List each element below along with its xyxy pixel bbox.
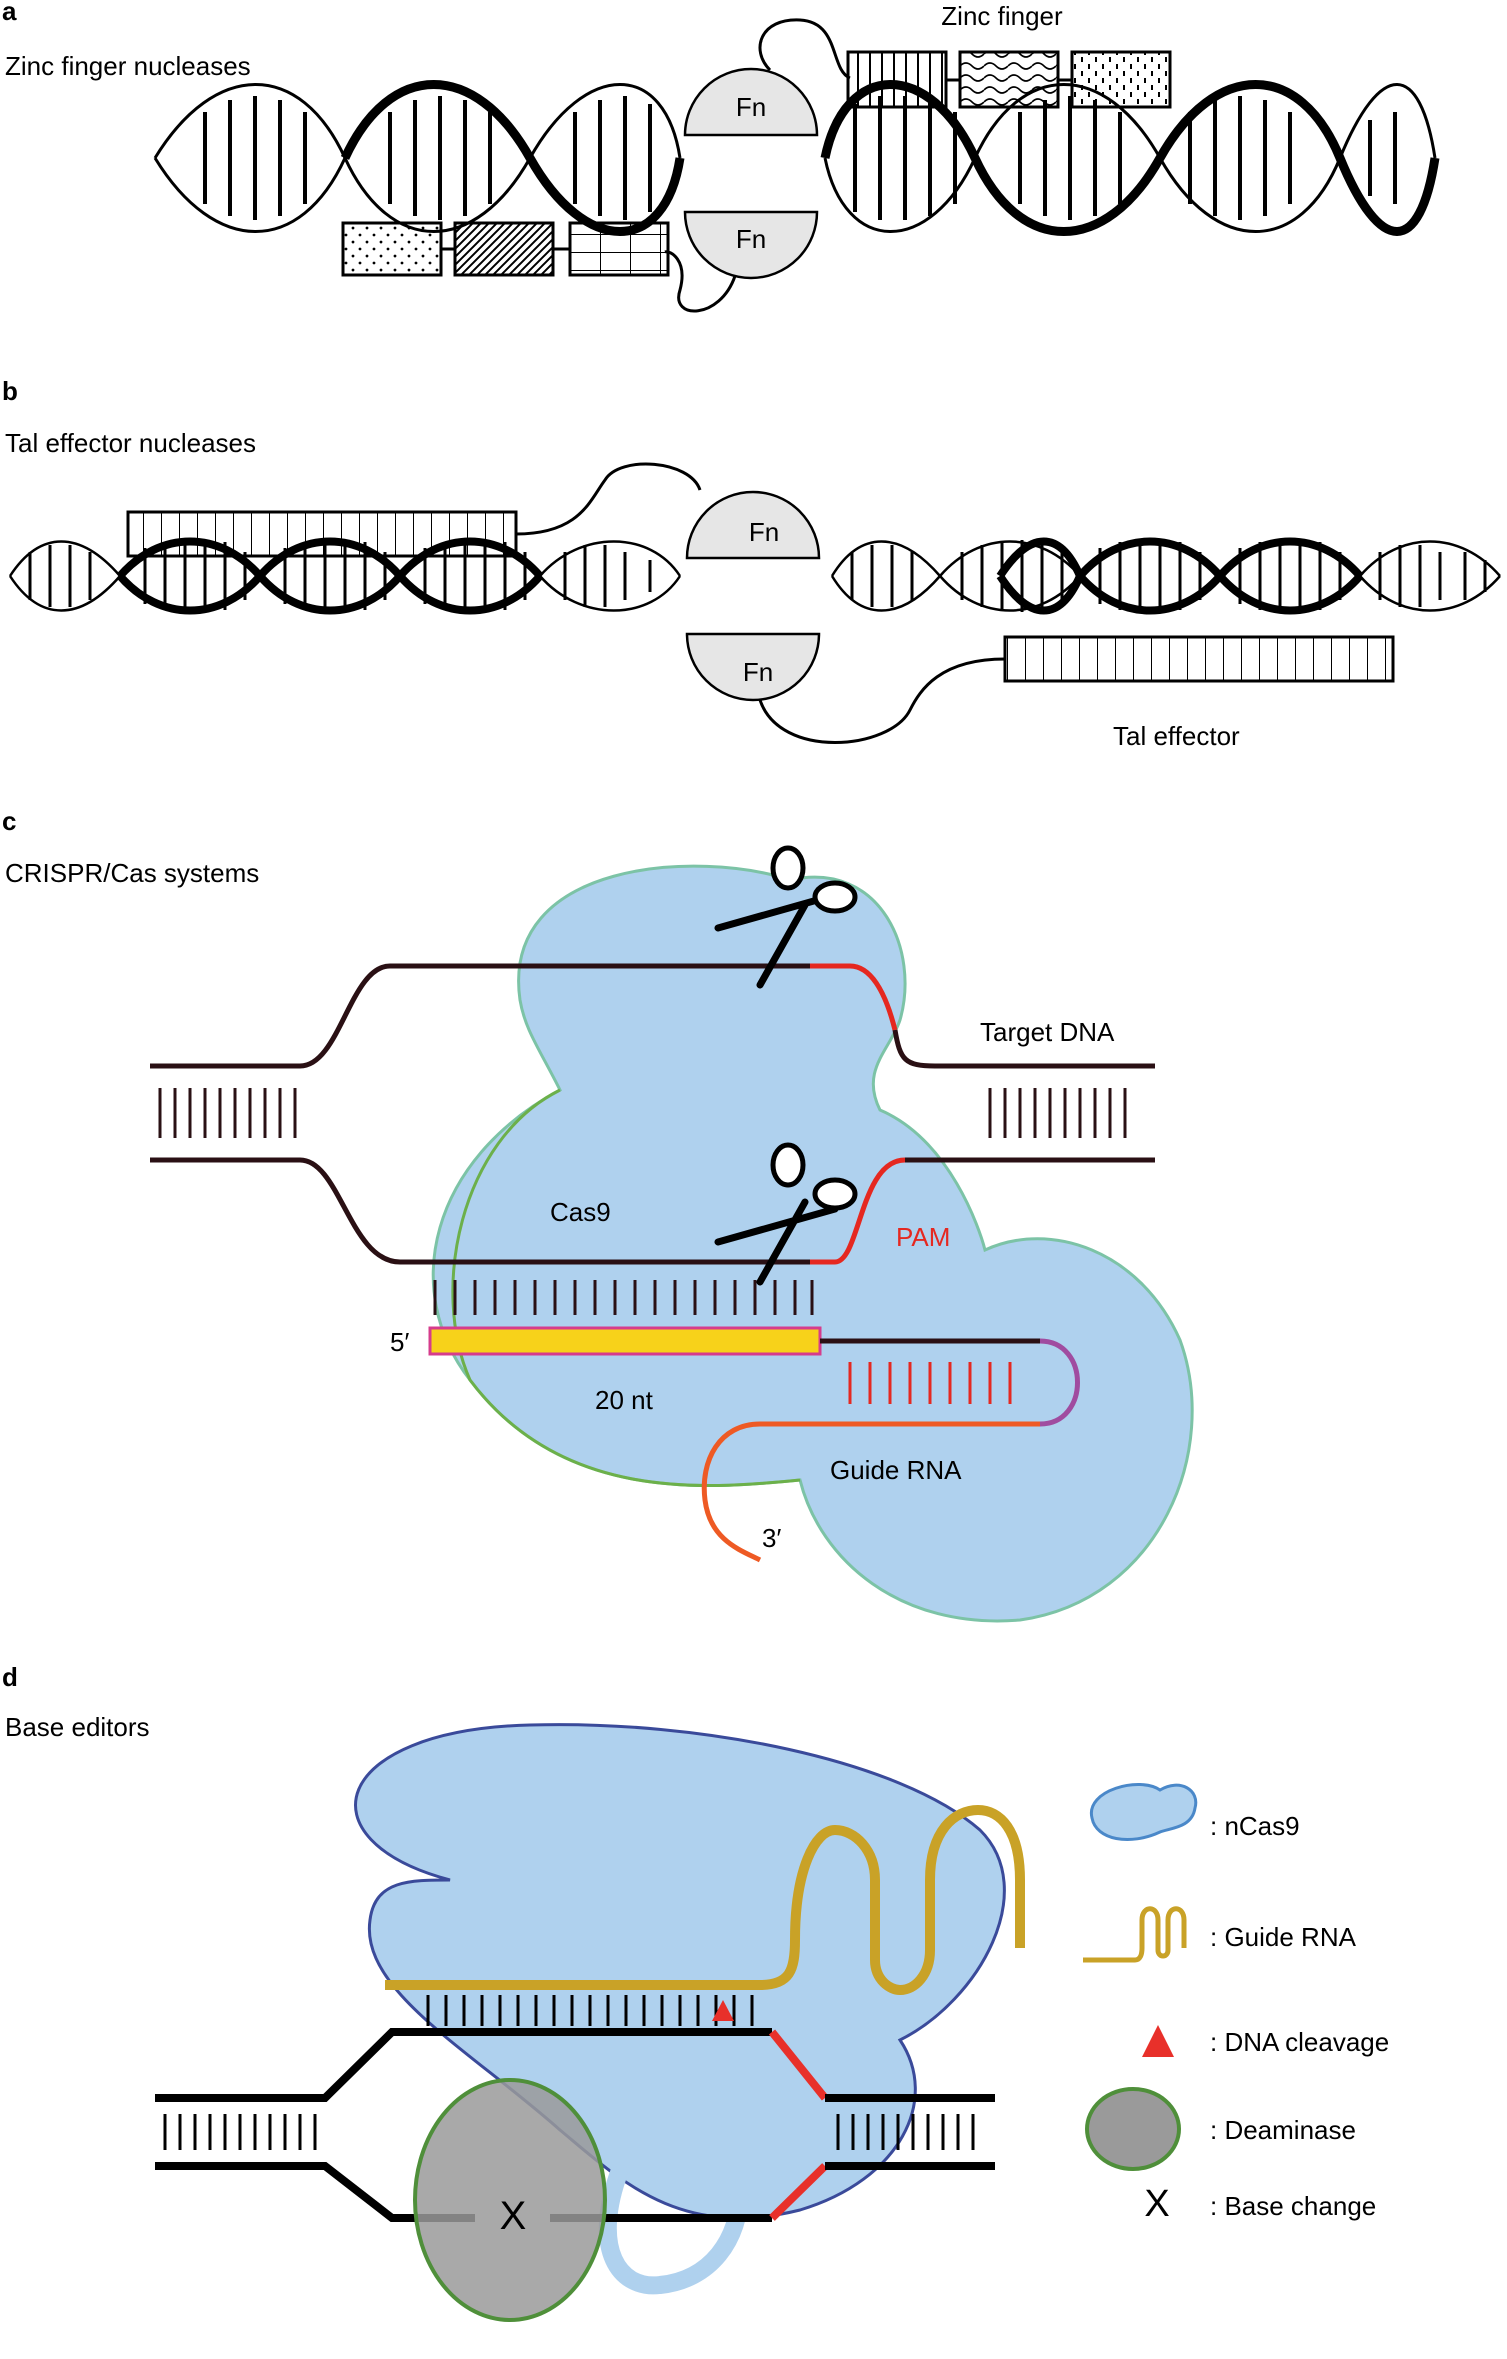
guide-rna-label: Guide RNA	[830, 1455, 962, 1485]
legend-base-change-label: : Base change	[1210, 2191, 1376, 2221]
guide-rna-d	[385, 1804, 1025, 1996]
legend-ncas9-label: : nCas9	[1210, 1811, 1300, 1841]
legend-dna-cleavage-label: : DNA cleavage	[1210, 2027, 1389, 2057]
panel-b: b Tal effector nucleases Fn Fn	[2, 376, 1501, 751]
panel-c-title: CRISPR/Cas systems	[5, 858, 259, 888]
zinc-finger-label: Zinc finger	[941, 1, 1063, 31]
guide-rna-c	[428, 1326, 1080, 1563]
five-prime-label: 5′	[390, 1327, 409, 1357]
cas9-protein	[431, 864, 1194, 1623]
target-dna-label: Target DNA	[980, 1017, 1115, 1047]
panel-b-letter: b	[2, 376, 18, 406]
talen-dna-right	[830, 537, 1501, 615]
panel-d-title: Base editors	[5, 1712, 150, 1742]
panel-b-title: Tal effector nucleases	[5, 428, 256, 458]
talen-fn-top-label: Fn	[749, 517, 779, 547]
legend-dna-cleavage: : DNA cleavage	[1142, 2025, 1389, 2057]
zinc-finger-bottom-domains	[341, 221, 670, 277]
talen-fn-top: Fn	[685, 490, 821, 560]
panel-a-title: Zinc finger nucleases	[5, 51, 251, 81]
scissors-icon	[714, 1142, 858, 1286]
legend-deaminase: : Deaminase	[1085, 2087, 1356, 2171]
panel-a: a Zinc finger nucleases Fn Fn	[2, 0, 1440, 313]
zfn-fn-top: Fn	[683, 18, 851, 137]
legend-guide-rna: : Guide RNA	[1083, 1906, 1357, 1963]
target-dna	[150, 963, 1155, 1265]
cleavage-triangle	[712, 2000, 734, 2021]
tal-effector-top	[126, 462, 702, 558]
deaminase	[413, 2078, 607, 2322]
base-change-mark: X	[500, 2194, 527, 2238]
zfn-fn-top-label: Fn	[736, 92, 766, 122]
cas9-label: Cas9	[550, 1197, 611, 1227]
scissors-icon	[714, 845, 858, 989]
three-prime-label: 3′	[762, 1523, 781, 1553]
tal-effector-bottom	[758, 635, 1395, 744]
legend: : nCas9 : Guide RNA : DNA cleavage : Dea…	[1083, 1783, 1389, 2225]
zfn-fn-bottom-label: Fn	[736, 224, 766, 254]
zinc-finger-top-domains	[846, 50, 1172, 109]
panel-d: d Base editors X	[2, 1662, 1025, 2322]
panel-c: c CRISPR/Cas systems Target DNA Cas9 PAM	[2, 806, 1194, 1623]
spacer-sequence	[428, 1326, 822, 1356]
panel-c-letter: c	[2, 806, 16, 836]
talen-fn-bottom: Fn	[685, 632, 821, 702]
twenty-nt-label: 20 nt	[595, 1385, 654, 1415]
panel-d-letter: d	[2, 1662, 18, 1692]
legend-ncas9: : nCas9	[1090, 1783, 1300, 1841]
zfn-fn-bottom: Fn	[664, 210, 819, 313]
legend-guide-rna-label: : Guide RNA	[1210, 1922, 1357, 1952]
talen-fn-bottom-label: Fn	[743, 657, 773, 687]
zfn-dna-left	[153, 80, 685, 236]
legend-base-change-symbol: X	[1144, 2183, 1169, 2225]
tal-effector-label: Tal effector	[1113, 721, 1240, 751]
pam-label: PAM	[896, 1222, 950, 1252]
legend-deaminase-label: : Deaminase	[1210, 2115, 1356, 2145]
panel-a-letter: a	[2, 0, 17, 26]
legend-base-change: X : Base change	[1144, 2183, 1376, 2225]
